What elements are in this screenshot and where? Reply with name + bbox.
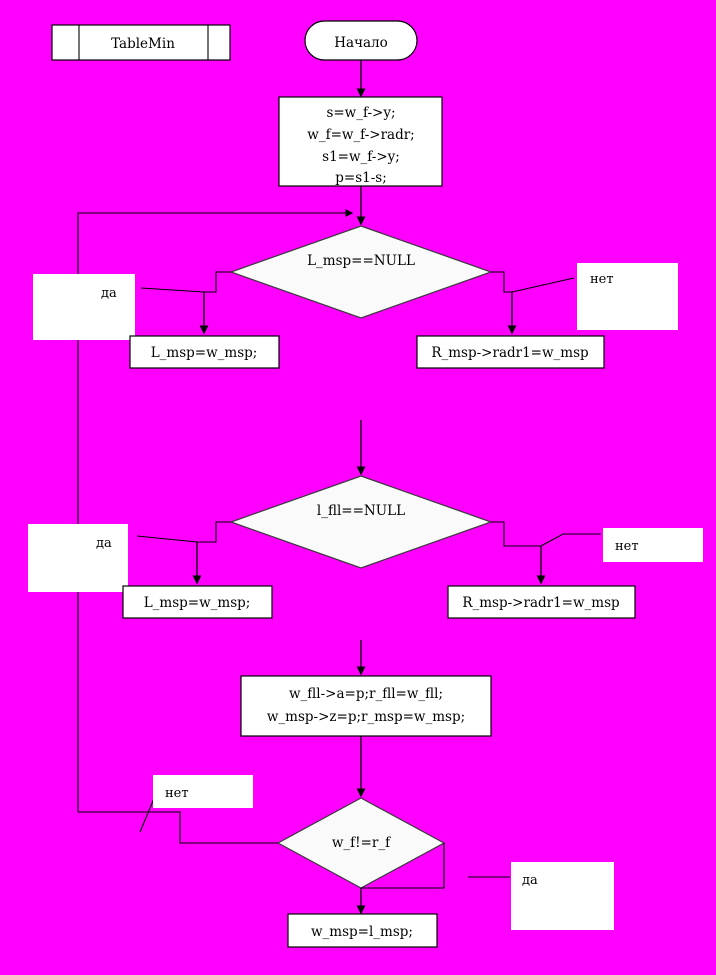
connector-loop-back — [77, 209, 354, 812]
connector-decision1-yes-leader — [140, 287, 205, 293]
label-decision2-yes-text: да — [96, 536, 112, 551]
process-init-line-4: p=s1-s; — [335, 170, 387, 186]
process-assign-line-1: w_fll->a=p;r_fll=w_fll; — [289, 686, 443, 702]
decision-1[interactable]: L_msp==NULL — [229, 225, 493, 319]
label-decision2-no-text: нет — [615, 539, 639, 554]
label-decision1-yes-text: да — [101, 286, 117, 301]
label-decision3-yes-text: да — [522, 873, 538, 888]
process-right-2-label: R_msp->radr1=w_msp — [462, 595, 619, 611]
connector-decision3-no-path — [78, 811, 278, 844]
process-assign-line-2: w_msp->z=p;r_msp=w_msp; — [267, 709, 465, 725]
process-init-line-3: s1=w_f->y; — [322, 149, 400, 165]
predefined-process-tablemin[interactable]: TableMin — [51, 24, 231, 61]
process-init[interactable]: s=w_f->y; w_f=w_f->radr; s1=w_f->y; p=s1… — [278, 96, 443, 187]
process-left-2[interactable]: L_msp=w_msp; — [122, 585, 273, 619]
connector-decision2-yes-leader — [136, 535, 198, 543]
decision-2-label: l_fll==NULL — [317, 503, 405, 519]
decision-2[interactable]: l_fll==NULL — [229, 475, 493, 569]
predefined-process-tablemin-label: TableMin — [111, 36, 175, 52]
label-decision3-no-text: нет — [165, 786, 189, 801]
process-init-line-1: s=w_f->y; — [326, 105, 395, 121]
process-init-line-2: w_f=w_f->radr; — [307, 127, 414, 143]
label-decision1-no-text: нет — [590, 272, 614, 287]
label-decision3-yes: да — [511, 862, 614, 930]
process-final[interactable]: w_msp=l_msp; — [287, 913, 438, 948]
decision-3[interactable]: w_f!=r_f — [276, 797, 446, 889]
decision-1-label: L_msp==NULL — [307, 253, 415, 269]
process-assign[interactable]: w_fll->a=p;r_fll=w_fll; w_msp->z=p;r_msp… — [240, 675, 492, 737]
process-left-1[interactable]: L_msp=w_msp; — [129, 335, 280, 369]
label-decision3-no: нет — [153, 775, 253, 808]
connector-decision2-yes-stub — [197, 521, 231, 543]
connector-decision2-no-stub — [491, 521, 541, 547]
label-decision1-yes: да — [33, 274, 135, 340]
process-right-1-label: R_msp->radr1=w_msp — [431, 345, 588, 361]
label-decision1-no: нет — [577, 263, 678, 330]
connector-decision1-yes-stub — [204, 271, 231, 293]
label-decision2-no: нет — [603, 528, 703, 562]
process-right-2[interactable]: R_msp->radr1=w_msp — [447, 585, 636, 619]
process-final-label: w_msp=l_msp; — [311, 924, 413, 940]
connector-decision2-no-leader — [540, 533, 601, 547]
connector-decision3-yes-path — [361, 843, 445, 889]
process-left-1-label: L_msp=w_msp; — [151, 345, 258, 361]
process-right-1[interactable]: R_msp->radr1=w_msp — [416, 335, 605, 369]
label-decision2-yes: да — [28, 524, 128, 592]
connector-decision1-no-stub — [491, 271, 512, 293]
process-left-2-label: L_msp=w_msp; — [144, 595, 251, 611]
terminal-start[interactable]: Начало — [304, 20, 418, 61]
decision-3-label: w_f!=r_f — [332, 835, 391, 851]
terminal-start-label: Начало — [334, 35, 388, 51]
connector-decision1-no-leader — [511, 277, 575, 293]
